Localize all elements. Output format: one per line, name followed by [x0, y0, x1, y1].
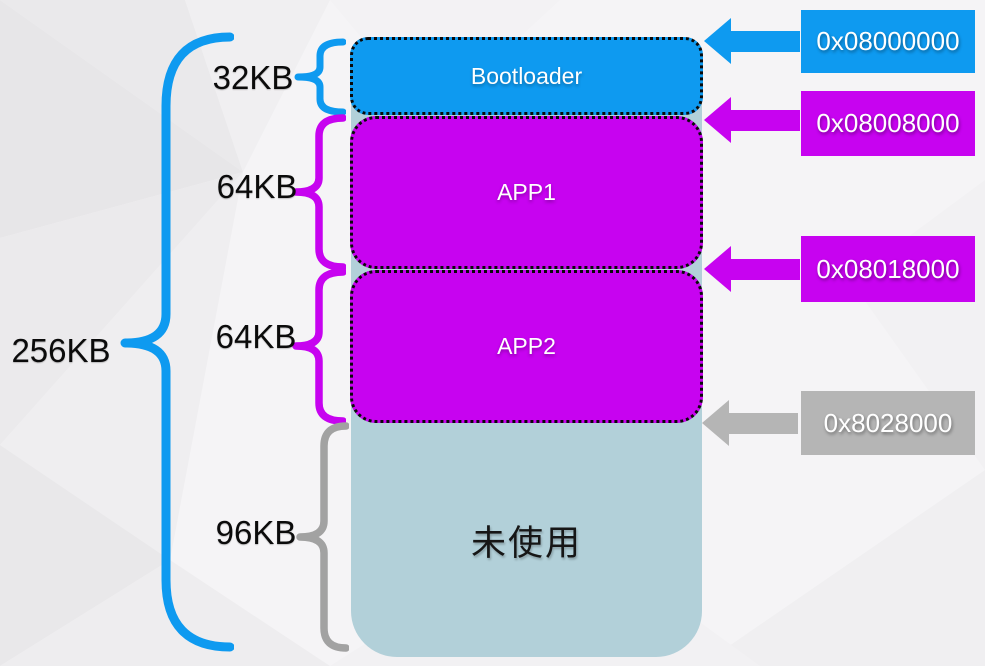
bootloader-address-label: 0x08000000 — [816, 26, 960, 56]
bootloader-address-arrow — [704, 18, 800, 64]
app2-address-label: 0x08018000 — [816, 253, 960, 284]
bootloader-size-label: 32KB — [212, 59, 294, 96]
bootloader-brace — [294, 38, 346, 116]
arrow-shaft — [731, 30, 800, 52]
arrow-shaft — [731, 258, 800, 280]
arrow-left-icon — [704, 246, 731, 292]
app1-address-arrow — [704, 97, 800, 143]
unused-brace — [296, 422, 349, 652]
unused-block: 未使用 — [350, 423, 703, 657]
arrow-left-icon — [702, 400, 729, 446]
unused-address-box: 0x8028000 — [801, 391, 975, 455]
unused-size-label: 96KB — [215, 514, 297, 551]
app1-label: APP1 — [497, 179, 556, 205]
arrow-left-icon — [704, 18, 731, 64]
app2-size-label: 64KB — [215, 318, 297, 355]
app1-brace — [292, 114, 346, 271]
app1-address-label: 0x08008000 — [816, 108, 960, 138]
arrow-shaft — [729, 412, 798, 434]
app2-brace — [292, 268, 346, 425]
app2-block: APP2 — [350, 270, 703, 423]
bootloader-address-box: 0x08000000 — [801, 10, 975, 73]
unused-address-label: 0x8028000 — [823, 407, 953, 438]
bootloader-label: Bootloader — [470, 62, 583, 89]
bootloader-block: Bootloader — [350, 37, 703, 115]
app1-size-label: 64KB — [216, 168, 298, 205]
app2-address-arrow — [704, 246, 800, 292]
unused-address-arrow — [702, 400, 798, 446]
unused-label: 未使用 — [470, 523, 582, 564]
app1-block: APP1 — [350, 116, 703, 269]
app2-address-box: 0x08018000 — [801, 236, 975, 302]
arrow-shaft — [731, 109, 800, 131]
arrow-left-icon — [704, 97, 731, 143]
total-brace — [120, 32, 234, 652]
app1-address-box: 0x08008000 — [801, 91, 975, 156]
total-size-label: 256KB — [11, 332, 111, 369]
app2-label: APP2 — [497, 333, 556, 359]
